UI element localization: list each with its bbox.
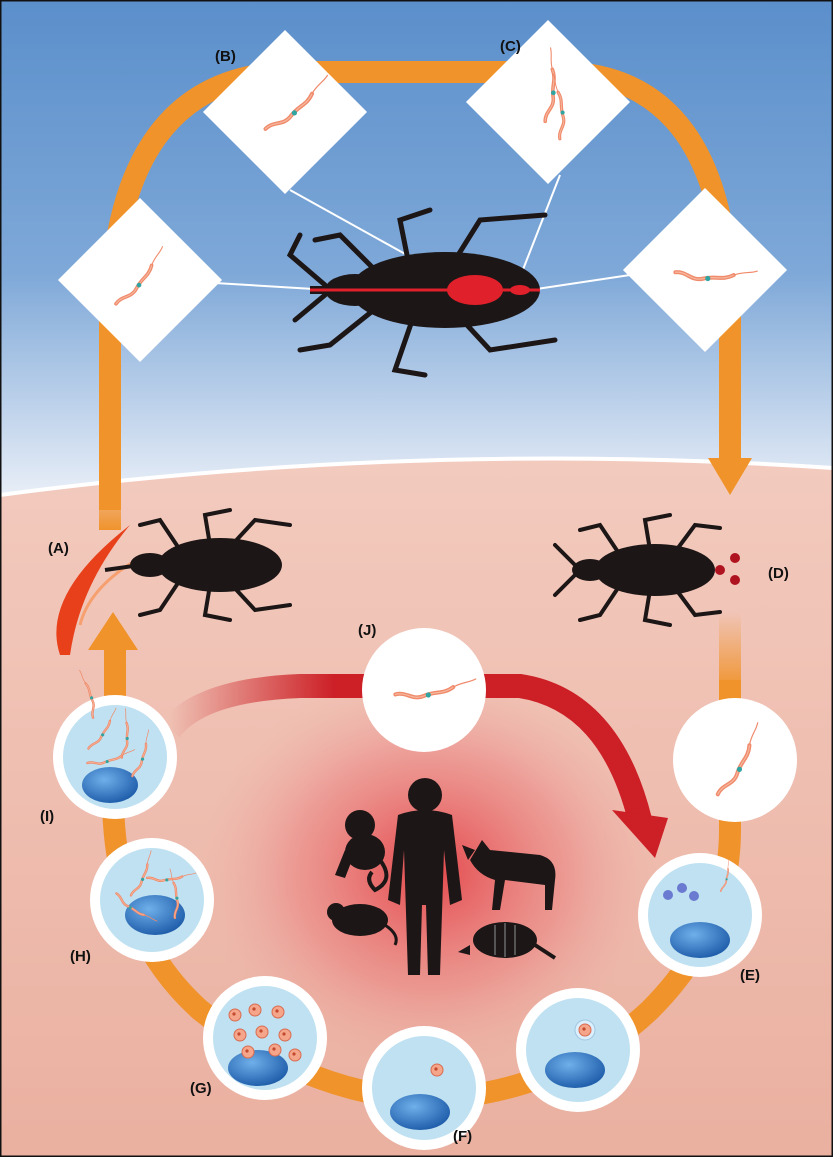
nucleus bbox=[670, 922, 730, 958]
circle-metacyclic bbox=[673, 698, 797, 822]
nucleus bbox=[545, 1052, 605, 1088]
label-I: (I) bbox=[40, 808, 54, 825]
circle-J-trypomastigote bbox=[362, 628, 486, 752]
nucleus bbox=[82, 767, 138, 803]
label-D: (D) bbox=[768, 565, 789, 582]
nucleus bbox=[390, 1094, 450, 1130]
label-C: (C) bbox=[500, 38, 521, 55]
cell-E bbox=[638, 853, 762, 977]
path-fade-right bbox=[719, 612, 741, 692]
label-E: (E) bbox=[740, 967, 760, 984]
cell-F2 bbox=[516, 988, 640, 1112]
label-J: (J) bbox=[358, 622, 376, 639]
label-F: (F) bbox=[453, 1128, 472, 1145]
cell-H bbox=[90, 838, 214, 962]
label-G: (G) bbox=[190, 1080, 212, 1097]
nucleus bbox=[228, 1050, 288, 1086]
label-H: (H) bbox=[70, 948, 91, 965]
label-B: (B) bbox=[215, 48, 236, 65]
path-fade-left bbox=[99, 470, 121, 530]
cell-G bbox=[203, 976, 327, 1100]
label-A: (A) bbox=[48, 540, 69, 557]
